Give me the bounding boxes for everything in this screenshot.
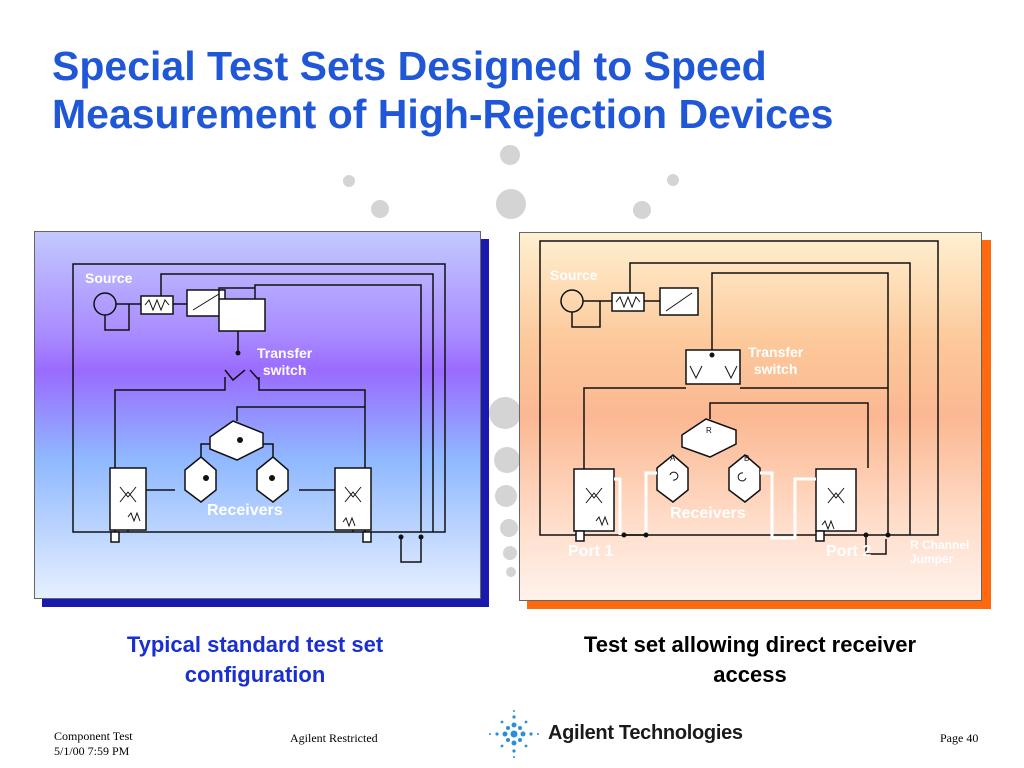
- right-caption: Test set allowing direct receiver access: [540, 630, 960, 690]
- slide-title: Special Test Sets Designed to Speed Meas…: [52, 42, 992, 138]
- left-transfer-line-2: switch: [262, 362, 307, 378]
- left-receivers-label: Receivers: [207, 502, 283, 519]
- left-caption: Typical standard test set configuration: [60, 630, 450, 690]
- left-transfer-switch-label: Transfer switch: [257, 345, 312, 379]
- footer-doc-name: Component Test: [54, 729, 133, 743]
- receiver-b-label: B: [744, 454, 750, 463]
- port-2-label: Port 2: [826, 543, 872, 560]
- right-receivers-label: Receivers: [670, 505, 746, 522]
- left-panel: Source Transfer switch Receivers: [34, 231, 481, 599]
- left-circuit-diagram: [72, 263, 446, 563]
- right-transfer-line-1: Transfer: [748, 344, 804, 360]
- left-transfer-line-1: Transfer: [257, 345, 313, 361]
- r-channel-line-2: Jumper: [910, 552, 954, 566]
- right-caption-line-2: access: [713, 662, 787, 687]
- footer-classification: Agilent Restricted: [290, 731, 378, 745]
- footer-doc-info: Component Test 5/1/00 7:59 PM: [54, 729, 133, 759]
- left-caption-line-2: configuration: [184, 662, 326, 687]
- slide-title-line-1: Special Test Sets Designed to Speed: [52, 43, 767, 89]
- right-source-label: Source: [550, 267, 598, 283]
- footer-page-number: Page 40: [940, 731, 979, 745]
- right-transfer-switch-label: Transfer switch: [748, 344, 803, 378]
- company-name: Agilent Technologies: [548, 722, 743, 744]
- r-channel-line-1: R Channel: [910, 538, 970, 552]
- slide-title-line-2: Measurement of High-Rejection Devices: [52, 91, 834, 137]
- right-circuit-diagram: [539, 240, 939, 555]
- footer-date: 5/1/00 7:59 PM: [54, 744, 130, 758]
- port-1-label: Port 1: [568, 543, 614, 560]
- left-source-label: Source: [85, 270, 133, 286]
- right-panel: Source Transfer switch R A B Receivers P…: [519, 232, 982, 601]
- receiver-r-label: R: [706, 426, 712, 435]
- r-channel-jumper-label: R Channel Jumper: [910, 538, 969, 566]
- receiver-a-label: A: [670, 454, 676, 463]
- right-caption-line-1: Test set allowing direct receiver: [583, 632, 917, 657]
- right-transfer-line-2: switch: [753, 361, 798, 377]
- agilent-spark-logo-icon: [489, 710, 539, 758]
- left-caption-line-1: Typical standard test set: [126, 632, 384, 657]
